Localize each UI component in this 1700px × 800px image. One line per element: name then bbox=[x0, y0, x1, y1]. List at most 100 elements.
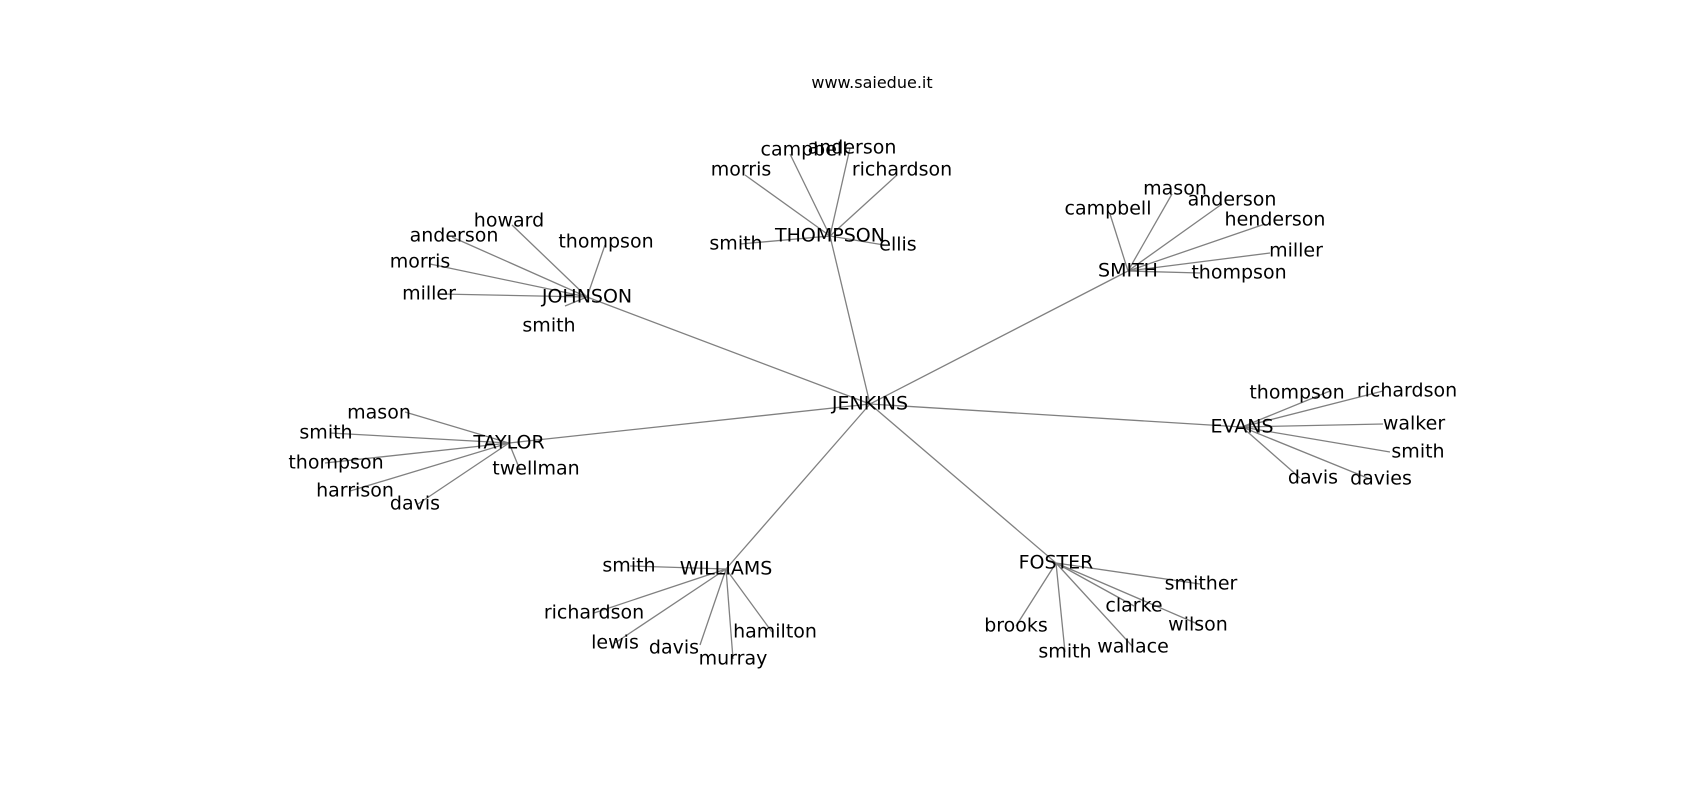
edge-thompson-ellis bbox=[829, 235, 885, 246]
edge-evans-smith bbox=[1241, 426, 1391, 453]
edge-root-smith bbox=[869, 270, 1129, 405]
leaf-node-evans-walker: walker bbox=[1383, 413, 1445, 435]
leaf-node-johnson-morris: morris bbox=[390, 251, 451, 273]
leaf-node-evans-thompson: thompson bbox=[1249, 382, 1344, 404]
leaf-node-foster-smith: smith bbox=[1038, 641, 1091, 663]
hub-node-williams: WILLIAMS bbox=[680, 558, 773, 580]
edge-thompson-richardson bbox=[829, 174, 898, 237]
hub-node-johnson: JOHNSON bbox=[541, 286, 632, 308]
edge-evans-davies bbox=[1241, 426, 1371, 480]
leaf-node-thompson-campbell: campbell bbox=[761, 139, 848, 161]
leaf-node-foster-clarke: clarke bbox=[1105, 595, 1162, 617]
edge-johnson-morris bbox=[429, 263, 588, 298]
edge-root-thompson bbox=[829, 235, 871, 405]
edges-layer bbox=[324, 147, 1391, 660]
leaf-node-foster-wallace: wallace bbox=[1097, 636, 1169, 658]
edge-smith-campbell bbox=[1109, 213, 1129, 272]
edge-taylor-harrison bbox=[349, 442, 510, 492]
edge-taylor-mason bbox=[404, 411, 510, 444]
edge-root-taylor bbox=[508, 403, 871, 444]
edge-foster-brooks bbox=[1015, 562, 1057, 627]
leaf-node-williams-lewis: lewis bbox=[591, 632, 639, 654]
leaf-node-taylor-thompson: thompson bbox=[288, 452, 383, 474]
site-title: www.saiedue.it bbox=[811, 73, 932, 92]
leaf-node-johnson-anderson: anderson bbox=[410, 225, 499, 247]
leaf-node-foster-wilson: wilson bbox=[1168, 614, 1228, 636]
leaf-node-taylor-twellman: twellman bbox=[492, 458, 579, 480]
edge-williams-murray bbox=[725, 568, 734, 660]
leaf-node-williams-richardson: richardson bbox=[544, 602, 644, 624]
edge-johnson-anderson bbox=[451, 236, 588, 298]
edge-smith-anderson bbox=[1127, 203, 1223, 272]
edge-thompson-smith bbox=[739, 235, 831, 245]
edge-taylor-smith bbox=[329, 432, 510, 444]
edge-smith-thompson bbox=[1127, 270, 1201, 274]
edge-evans-richardson bbox=[1241, 390, 1384, 428]
edge-thompson-anderson bbox=[829, 147, 851, 237]
edge-johnson-thompson bbox=[586, 244, 606, 298]
leaf-node-evans-davis: davis bbox=[1288, 467, 1338, 489]
leaf-node-thompson-anderson: anderson bbox=[808, 137, 897, 159]
leaf-node-smith-henderson: henderson bbox=[1225, 209, 1326, 231]
leaf-node-williams-smith: smith bbox=[602, 555, 655, 577]
hub-node-evans: EVANS bbox=[1210, 416, 1273, 438]
leaf-node-johnson-miller: miller bbox=[402, 283, 456, 305]
edge-root-johnson bbox=[586, 296, 871, 405]
edge-williams-hamilton bbox=[725, 568, 773, 633]
leaf-node-johnson-thompson: thompson bbox=[558, 231, 653, 253]
leaf-node-thompson-richardson: richardson bbox=[852, 159, 952, 181]
edge-evans-davis bbox=[1241, 426, 1301, 479]
edge-evans-thompson bbox=[1241, 390, 1331, 428]
edge-thompson-campbell bbox=[789, 153, 831, 237]
leaf-node-foster-brooks: brooks bbox=[984, 615, 1048, 637]
edge-taylor-twellman bbox=[508, 442, 521, 471]
edge-taylor-davis bbox=[417, 442, 510, 505]
leaf-node-taylor-mason: mason bbox=[347, 402, 411, 424]
edge-smith-miller bbox=[1127, 252, 1271, 272]
edge-johnson-miller bbox=[439, 293, 588, 298]
leaf-node-thompson-morris: morris bbox=[711, 159, 772, 181]
edge-root-evans bbox=[869, 403, 1243, 428]
edge-root-foster bbox=[869, 403, 1057, 564]
leaf-node-smith-mason: mason bbox=[1143, 178, 1207, 200]
leaf-node-johnson-howard: howard bbox=[474, 210, 544, 232]
hub-node-taylor: TAYLOR bbox=[472, 432, 544, 454]
leaf-node-evans-smith: smith bbox=[1391, 441, 1444, 463]
leaf-node-taylor-harrison: harrison bbox=[316, 480, 394, 502]
edge-williams-lewis bbox=[614, 568, 727, 644]
leaf-node-taylor-smith: smith bbox=[299, 422, 352, 444]
edge-taylor-thompson bbox=[324, 442, 510, 464]
edge-williams-smith bbox=[629, 565, 727, 570]
leaf-node-thompson-ellis: ellis bbox=[879, 234, 916, 256]
edge-thompson-morris bbox=[744, 174, 831, 237]
leaf-node-taylor-davis: davis bbox=[390, 493, 440, 515]
leaf-node-smith-anderson: anderson bbox=[1188, 189, 1277, 211]
root-node-label: JENKINS bbox=[831, 393, 908, 415]
edge-williams-richardson bbox=[593, 568, 727, 614]
edge-foster-clarke bbox=[1055, 562, 1135, 607]
leaf-node-williams-davis: davis bbox=[649, 637, 699, 659]
leaf-node-thompson-smith: smith bbox=[709, 233, 762, 255]
leaf-node-foster-smither: smither bbox=[1165, 573, 1238, 595]
edge-foster-smith bbox=[1055, 562, 1066, 653]
leaf-node-evans-richardson: richardson bbox=[1357, 380, 1457, 402]
edge-foster-smither bbox=[1055, 562, 1201, 585]
leaf-node-evans-davies: davies bbox=[1350, 468, 1412, 490]
edge-foster-wallace bbox=[1055, 562, 1134, 648]
edge-williams-davis bbox=[699, 568, 727, 646]
leaf-node-johnson-smith: smith bbox=[522, 315, 575, 337]
leaf-node-smith-miller: miller bbox=[1269, 240, 1323, 262]
edge-foster-wilson bbox=[1055, 562, 1201, 626]
hub-node-smith: SMITH bbox=[1098, 260, 1158, 282]
hub-node-thompson: THOMPSON bbox=[774, 225, 885, 247]
leaf-node-smith-thompson: thompson bbox=[1191, 262, 1286, 284]
hub-node-foster: FOSTER bbox=[1019, 552, 1094, 574]
leaf-node-williams-hamilton: hamilton bbox=[733, 621, 817, 643]
edge-johnson-smith bbox=[564, 296, 588, 307]
edge-root-williams bbox=[725, 403, 871, 570]
edge-evans-walker bbox=[1241, 423, 1384, 428]
edge-smith-henderson bbox=[1127, 223, 1266, 272]
edge-smith-mason bbox=[1127, 193, 1173, 272]
